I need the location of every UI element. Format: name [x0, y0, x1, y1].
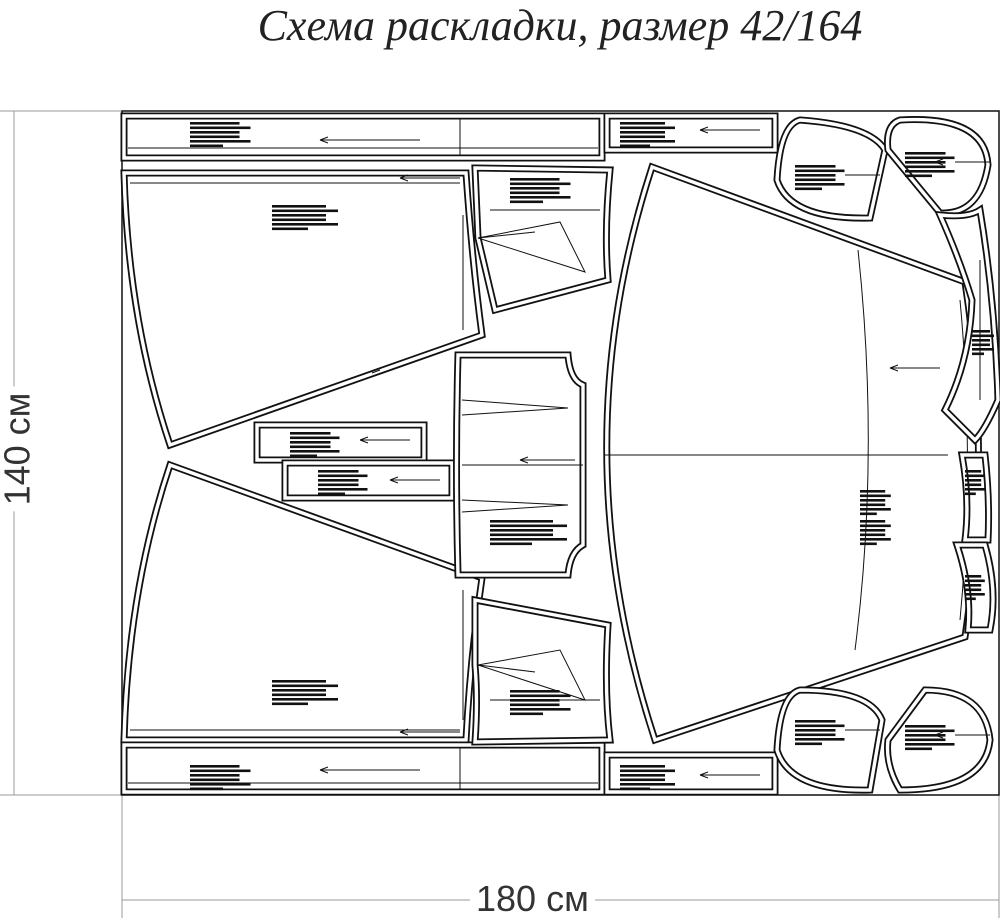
- pocket-top-left: [773, 116, 944, 222]
- width-dimension-label: 180 см: [470, 878, 595, 920]
- piece-label-text: [272, 680, 338, 706]
- pocket-bottom-left: [773, 686, 944, 794]
- piece-label-text: [905, 152, 955, 178]
- waistband-top: [120, 112, 606, 162]
- skirt-center-panel: [603, 162, 982, 745]
- pocket-top-right: [884, 116, 992, 217]
- piece-label-text: [860, 520, 891, 546]
- small-piece-2: [952, 541, 997, 634]
- strip-middle-2: [281, 459, 456, 502]
- piece-label-text: [965, 575, 985, 601]
- piece-label-text: [965, 470, 985, 496]
- piece-label-text: [490, 520, 567, 546]
- piece-label-text: [795, 165, 845, 191]
- strip-bottom-right: [603, 751, 779, 796]
- piece-label-text: [318, 470, 368, 496]
- strip-top-right: [603, 112, 779, 154]
- page-title: Схема раскладки, размер 42/164: [257, 1, 863, 50]
- strip-middle-1: [253, 421, 428, 464]
- skirt-panel-left-bottom: [120, 460, 486, 744]
- piece-label-text: [795, 720, 845, 746]
- bodice-piece-top: [471, 164, 614, 315]
- piece-label-text: [190, 765, 251, 791]
- piece-label-text: [620, 122, 675, 148]
- bodice-piece-bottom: [471, 595, 614, 746]
- piece-label-text: [905, 725, 955, 751]
- height-dimension-label: 140 см: [0, 386, 39, 512]
- piece-label-text: [510, 178, 571, 204]
- skirt-panel-left-top: [120, 169, 486, 450]
- collar-strip: [934, 204, 1000, 445]
- piece-label-text: [272, 205, 338, 231]
- small-piece-1: [957, 451, 993, 544]
- piece-label-text: [860, 490, 891, 516]
- piece-label-text: [620, 765, 675, 791]
- bodice-center: [453, 351, 587, 579]
- piece-label-text: [190, 122, 251, 148]
- waistband-bottom: [120, 741, 606, 796]
- piece-label-text: [510, 690, 571, 716]
- piece-label-text: [972, 330, 994, 356]
- piece-label-text: [290, 432, 340, 458]
- pocket-bottom-right: [884, 686, 994, 794]
